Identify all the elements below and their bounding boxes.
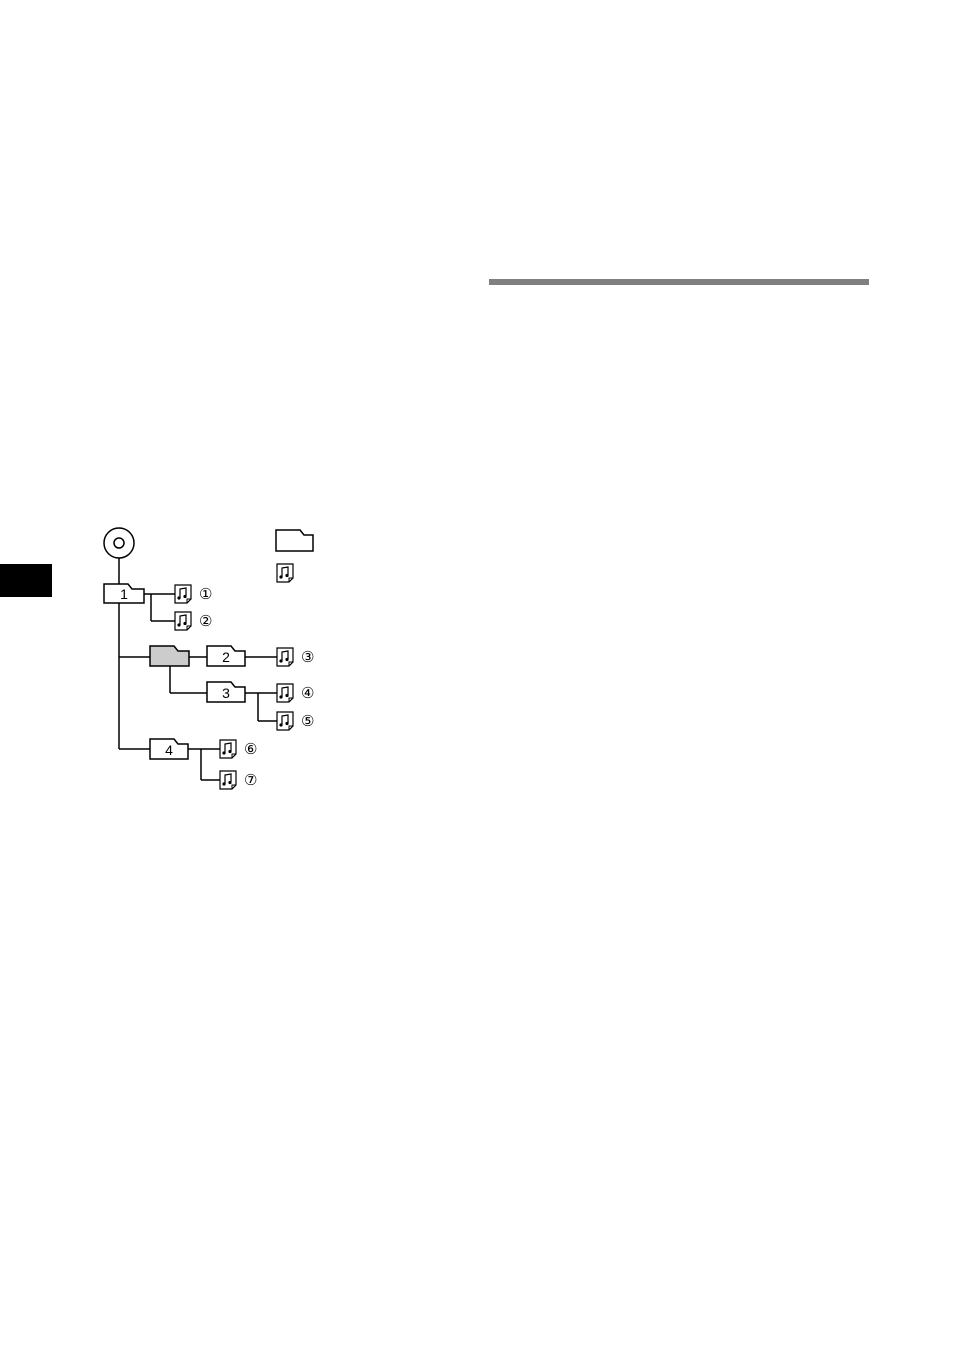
folder-1: 1 [104,584,144,603]
file-3: ③ [277,648,314,666]
folder-label: 2 [222,649,230,665]
file-2: ② [175,612,212,630]
folder-label: 4 [165,742,173,758]
legend-folder-icon [276,530,313,551]
music-file-icon [175,585,191,603]
folder-label: 3 [222,685,230,701]
file-number: ④ [301,685,314,702]
music-file-icon [175,612,191,630]
file-number: ⑤ [301,713,314,730]
legend [276,530,313,582]
file-number: ③ [301,649,314,666]
disc-icon [104,528,134,558]
file-number: ② [199,613,212,630]
file-6: ⑥ [220,740,257,758]
file-5: ⑤ [277,712,314,730]
folder-selected [150,646,189,666]
folder-4: 4 [150,739,188,759]
music-file-icon [277,712,293,730]
folder-2: 2 [207,646,245,666]
file-number: ⑦ [244,772,257,789]
folder-icon [150,646,189,666]
file-number: ① [199,586,212,603]
music-file-icon [220,740,236,758]
folder-3: 3 [207,682,245,702]
file-4: ④ [277,684,314,702]
folder-label: 1 [120,586,128,602]
music-file-icon [220,771,236,789]
file-1: ① [175,585,212,603]
music-file-icon [277,684,293,702]
music-file-icon [277,648,293,666]
file-number: ⑥ [244,741,257,758]
file-7: ⑦ [220,771,257,789]
legend-music-file-icon [277,564,293,582]
